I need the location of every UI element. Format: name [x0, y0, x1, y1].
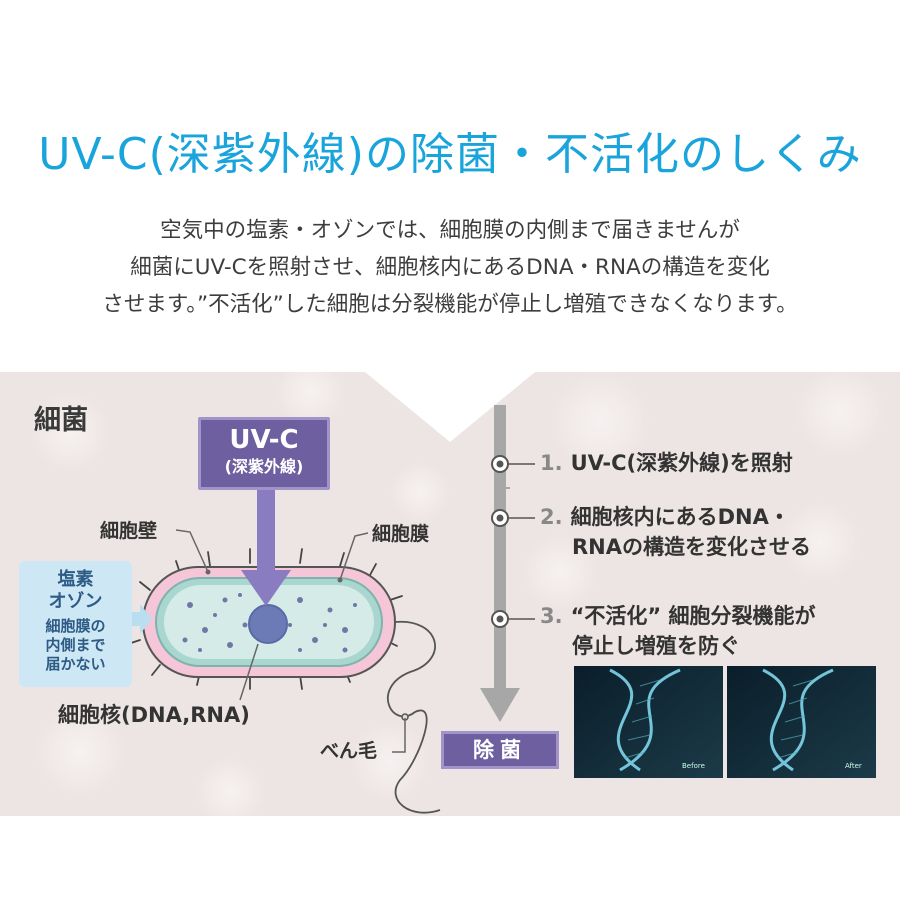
after-photo-caption-wrap: After: [727, 666, 876, 778]
step-2: 2. 細胞核内にあるDNA・ RNAの構造を変化させる: [540, 502, 811, 562]
intro-line-1: 空気中の塩素・オゾンでは、細胞膜の内側まで届きませんが: [160, 218, 740, 243]
step-2-text-1: 細胞核内にあるDNA・: [570, 505, 790, 529]
page-title: UV-C(深紫外線)の除菌・不活化のしくみ: [38, 129, 862, 180]
flow-arrow: [480, 405, 535, 722]
step-3-number: 3.: [540, 604, 563, 628]
cell-membrane-label: 細胞膜: [372, 523, 430, 545]
bacteria-title: 細菌: [34, 405, 88, 436]
step-bullet-2: [491, 509, 535, 527]
ozone-line-4: 内側まで: [45, 636, 106, 654]
ozone-line-2: オゾン: [48, 591, 103, 612]
step-1: 1. UV-C(深紫外線)を照射: [540, 448, 793, 478]
leader-cell-wall: [175, 529, 209, 573]
background-cells: [30, 372, 885, 816]
leader-cell-membrane: [339, 532, 369, 581]
after-caption: After: [845, 762, 862, 770]
step-3: 3. “不活化” 細胞分裂機能が 停止し増殖を防ぐ: [540, 601, 816, 661]
intro-line-2: 細菌にUV-Cを照射させ、細胞核内にあるDNA・RNAの構造を変化: [130, 255, 770, 280]
flagellum-label: べん毛: [320, 740, 378, 762]
ozone-arrow: [132, 604, 152, 634]
before-photo-caption-wrap: Before: [574, 666, 723, 778]
nucleus-label: 細胞核(DNA,RNA): [58, 703, 250, 727]
ozone-line-1: 塩素: [57, 569, 94, 590]
dna-photo-after: [727, 666, 876, 778]
ozone-line-5: 届かない: [45, 655, 106, 673]
step-bullet-1: [491, 455, 535, 473]
step-2-number: 2.: [540, 505, 563, 529]
cell-wall-label: 細胞壁: [100, 520, 158, 542]
step-2-text-2: RNAの構造を変化させる: [572, 535, 811, 559]
uv-c-sublabel: (深紫外線): [224, 457, 304, 476]
ozone-line-3: 細胞膜の: [45, 617, 106, 635]
leader-nucleus: [239, 643, 259, 701]
before-caption: Before: [682, 762, 705, 770]
dna-photo-before: [574, 666, 723, 778]
intro-line-3: させます。”不活化”した細胞は分裂機能が停止し増殖できなくなります。: [102, 292, 798, 317]
uv-arrow: [241, 490, 291, 606]
sterilization-result-box: 除菌: [441, 731, 559, 769]
leader-flagellum: [392, 718, 406, 753]
nucleus: [248, 604, 288, 644]
step-1-text: UV-C(深紫外線)を照射: [570, 451, 793, 475]
bacterium: [127, 548, 441, 814]
step-bullet-3: [491, 610, 535, 628]
step-3-text-2: 停止し増殖を防ぐ: [572, 634, 740, 658]
uv-c-label: UV-C: [229, 425, 299, 455]
step-1-number: 1.: [540, 451, 563, 475]
step-3-text-1: “不活化” 細胞分裂機能が: [570, 604, 816, 628]
flagellum: [387, 621, 441, 814]
uv-c-box: UV-C (深紫外線): [198, 417, 330, 490]
ozone-box: 塩素 オゾン 細胞膜の 内側まで 届かない: [19, 561, 132, 687]
intro-text: 空気中の塩素・オゾンでは、細胞膜の内側まで届きませんが 細菌にUV-Cを照射させ…: [0, 212, 900, 323]
